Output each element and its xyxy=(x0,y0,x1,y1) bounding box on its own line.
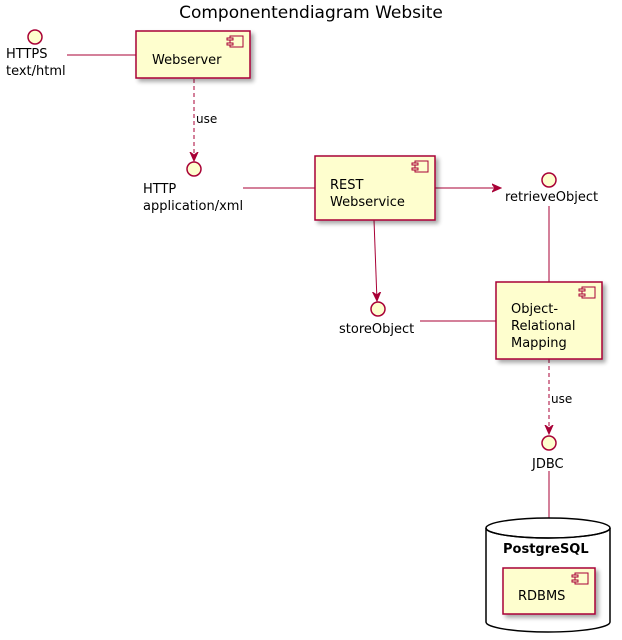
interface-http-line1: HTTP xyxy=(143,182,176,197)
interface-store-object[interactable]: storeObject xyxy=(339,301,414,337)
interface-retrieve-label: retrieveObject xyxy=(505,190,598,205)
interface-store-label: storeObject xyxy=(339,322,414,337)
database-label: PostgreSQL xyxy=(503,542,589,557)
interface-retrieve-object[interactable]: retrieveObject xyxy=(505,172,598,205)
component-rest-line1: REST xyxy=(330,178,363,193)
interface-jdbc[interactable]: JDBC xyxy=(531,435,564,472)
component-webserver-label: Webserver xyxy=(152,53,222,68)
component-rest-webservice[interactable]: REST Webservice xyxy=(314,155,436,221)
component-icon xyxy=(578,286,596,299)
component-orm-line3: Mapping xyxy=(511,336,567,351)
component-icon xyxy=(571,572,589,585)
component-orm-line2: Relational xyxy=(511,319,576,334)
link-label-webserver-use: use xyxy=(196,112,217,126)
interface-https[interactable]: HTTPS text/html xyxy=(6,29,66,79)
component-rdbms-label: RDBMS xyxy=(518,589,565,604)
interface-jdbc-label: JDBC xyxy=(531,457,564,472)
interface-http[interactable]: HTTP application/xml xyxy=(143,161,243,214)
interface-circle-icon xyxy=(541,435,557,451)
link-rest-store xyxy=(374,219,377,301)
component-rest-line2: Webservice xyxy=(330,195,405,210)
interface-https-line2: text/html xyxy=(6,64,66,79)
component-rdbms[interactable]: RDBMS xyxy=(502,567,596,615)
interface-http-line2: application/xml xyxy=(143,199,243,214)
interface-circle-icon xyxy=(27,29,43,45)
interface-circle-icon xyxy=(370,301,386,317)
interface-circle-icon xyxy=(541,172,557,188)
interface-https-line1: HTTPS xyxy=(6,47,48,62)
component-webserver[interactable]: Webserver xyxy=(135,30,251,79)
component-icon xyxy=(411,160,429,173)
component-object-relational-mapping[interactable]: Object- Relational Mapping xyxy=(495,281,603,360)
link-label-orm-use: use xyxy=(551,392,572,406)
diagram-title: Componentendiagram Website xyxy=(179,3,443,23)
component-icon xyxy=(226,35,244,48)
component-orm-line1: Object- xyxy=(511,302,558,317)
interface-circle-icon xyxy=(186,161,202,177)
